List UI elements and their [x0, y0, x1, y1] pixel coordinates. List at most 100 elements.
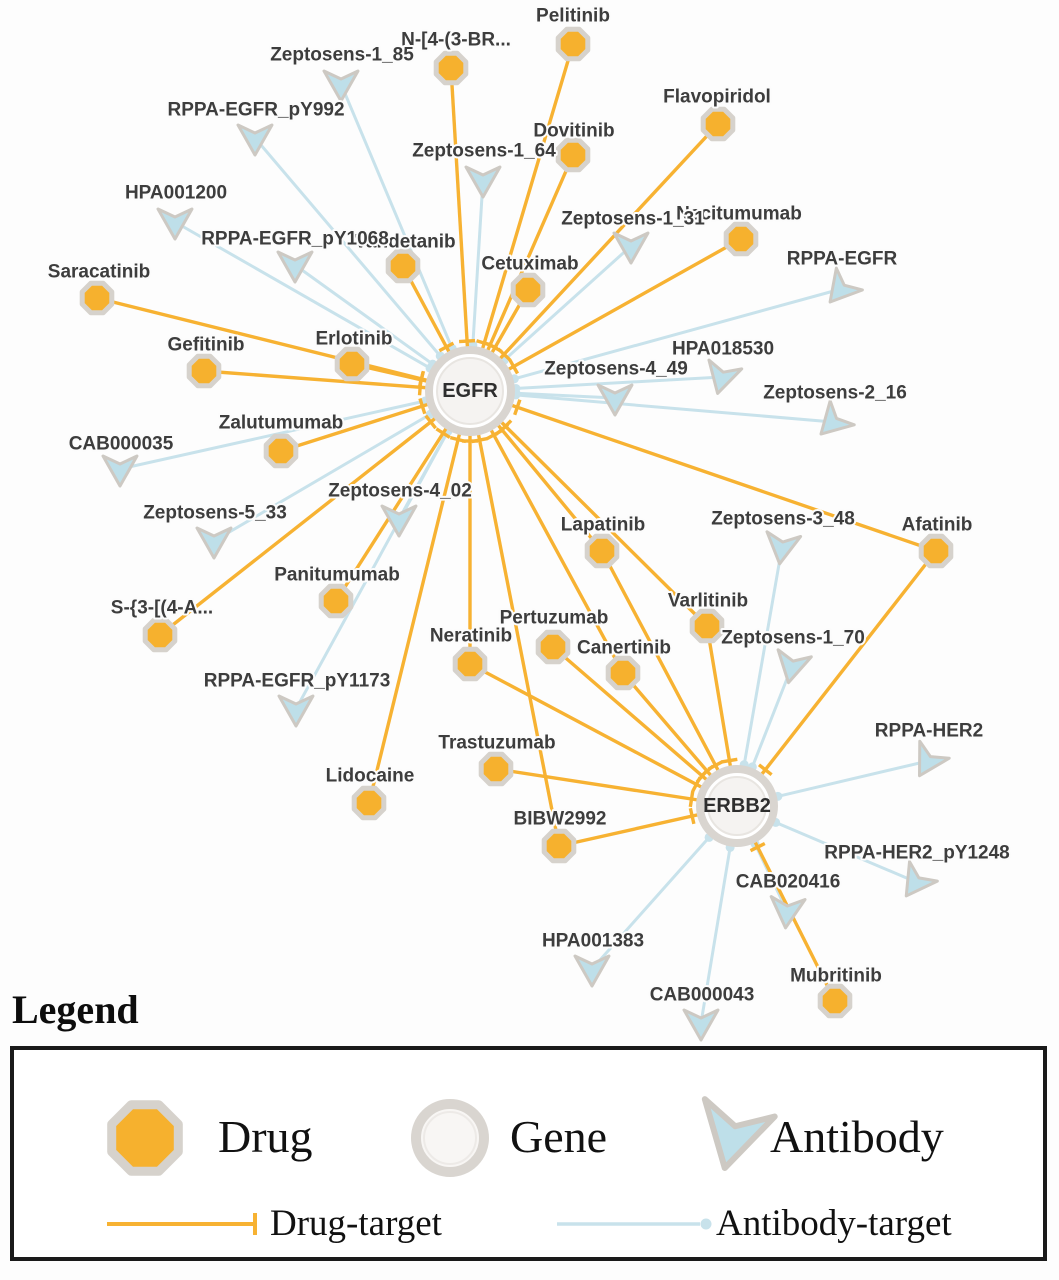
antibody-node-rppa-egfr[interactable]	[817, 266, 864, 313]
drug-node-s-3-4-a[interactable]	[142, 617, 178, 653]
edge-tee	[513, 399, 522, 416]
drug-target-edge	[735, 549, 938, 808]
antibody-node-hpa018530[interactable]	[701, 358, 744, 398]
node-label-panitumumab: Panitumumab	[274, 565, 400, 586]
antibody-node-hpa001200[interactable]	[156, 207, 194, 241]
antibody-node-rppa-her2-py1248[interactable]	[892, 860, 939, 906]
legend-drug-glyph	[107, 1100, 183, 1176]
legend-drug-label: Drug	[218, 1111, 313, 1162]
antibody-target-edge	[119, 389, 471, 471]
node-label-zalutumumab: Zalutumumab	[219, 413, 344, 434]
node-label-saracatinib: Saracatinib	[48, 262, 150, 283]
antibody-node-zeptosens-4-49[interactable]	[596, 383, 634, 417]
antibody-node-rppa-egfr-py1173[interactable]	[277, 694, 315, 728]
edge-tee	[458, 338, 476, 344]
antibody-node-zeptosens-4-02[interactable]	[380, 504, 418, 538]
edge-tee	[721, 757, 738, 764]
antibody-node-hpa001383[interactable]	[573, 954, 611, 988]
antibody-target-edge	[469, 287, 842, 393]
antibody-node-rppa-her2[interactable]	[905, 739, 951, 784]
drug-node-neratinib[interactable]	[452, 646, 488, 682]
drug-target-edge	[449, 67, 472, 392]
drug-node-flavopiridol[interactable]	[700, 106, 736, 142]
node-label-dovitinib: Dovitinib	[533, 121, 614, 142]
antibody-node-rppa-egfr-py1068[interactable]	[276, 250, 314, 284]
antibody-node-zeptosens-1-31[interactable]	[612, 231, 650, 265]
gene-node-inner	[436, 357, 504, 425]
antibody-node-zeptosens-5-33[interactable]	[195, 526, 233, 560]
antibody-node-zeptosens-2-16[interactable]	[809, 399, 856, 446]
antibody-node-zeptosens-3-48[interactable]	[763, 530, 803, 566]
drug-target-edge	[469, 237, 742, 393]
drug-node-lidocaine[interactable]	[351, 785, 387, 821]
node-label-zeptosens-5-33: Zeptosens-5_33	[143, 503, 287, 524]
edge-tee	[438, 341, 455, 353]
antibody-target-edge	[339, 83, 472, 392]
drug-node-gefitinib[interactable]	[186, 353, 222, 389]
drug-node-varlitinib[interactable]	[689, 608, 725, 644]
drug-node-pelitinib[interactable]	[555, 26, 591, 62]
drug-node-erlotinib[interactable]	[334, 346, 370, 382]
drug-target-edge	[468, 122, 720, 393]
edge-tee	[449, 436, 467, 444]
drug-node-afatinib[interactable]	[918, 533, 954, 569]
antibody-node-rppa-egfr-py992[interactable]	[236, 123, 274, 157]
drug-target-edge	[469, 389, 937, 553]
node-label-hpa018530: HPA018530	[672, 339, 774, 360]
labels-layer: EGFRERBB2PelitinibN-[4-(3-BR...Dovitinib…	[46, 4, 1012, 1008]
antibody-target-edge	[174, 220, 471, 393]
antibody-node-cab000043[interactable]	[682, 1008, 720, 1042]
node-label-rppa-her2: RPPA-HER2	[875, 721, 983, 742]
node-label-pertuzumab: Pertuzumab	[500, 608, 609, 629]
drug-node-pertuzumab[interactable]	[535, 629, 571, 665]
node-label-canertinib: Canertinib	[577, 638, 671, 659]
edge-tee	[424, 414, 437, 430]
edge-tee	[699, 764, 715, 778]
edge-tee	[487, 342, 503, 354]
drug-node-panitumumab[interactable]	[318, 583, 354, 619]
gene-label-egfr: EGFR	[442, 380, 498, 402]
drug-target-edge	[158, 389, 472, 637]
drug-node-lapatinib[interactable]	[584, 533, 620, 569]
drug-node-bibw2992[interactable]	[541, 828, 577, 864]
node-label-afatinib: Afatinib	[902, 515, 973, 536]
edge-tee	[757, 763, 773, 776]
antibody-node-cab020416[interactable]	[769, 895, 807, 930]
drug-node-vandetanib[interactable]	[385, 248, 421, 284]
drug-node-dovitinib[interactable]	[555, 137, 591, 173]
antibody-node-zeptosens-1-70[interactable]	[772, 648, 813, 686]
edge-tee	[435, 427, 451, 439]
drug-target-edge	[367, 390, 472, 804]
node-label-rppa-egfr-py1068: RPPA-EGFR_pY1068	[201, 229, 389, 250]
legend-antibody-glyph	[701, 1096, 778, 1171]
drug-node-cetuximab[interactable]	[510, 272, 546, 308]
drug-node-saracatinib[interactable]	[79, 280, 115, 316]
node-label-rppa-egfr: RPPA-EGFR	[787, 249, 898, 270]
edge-tee	[471, 436, 488, 444]
drug-node-necitumumab[interactable]	[723, 221, 759, 257]
antibody-target-edge	[469, 389, 834, 424]
antibody-target-edge	[253, 137, 472, 392]
antibody-node-cab000035[interactable]	[101, 454, 139, 488]
node-label-zeptosens-2-16: Zeptosens-2_16	[763, 383, 907, 404]
edge-tee	[417, 371, 425, 389]
drug-node-zalutumumab[interactable]	[263, 433, 299, 469]
legend-drug-target-label: Drug-target	[270, 1203, 442, 1244]
node-label-mubritinib: Mubritinib	[790, 966, 882, 987]
drug-node-n-4-3-br[interactable]	[433, 50, 469, 86]
node-label-s-3-4-a: S-{3-[(4-A...	[111, 598, 213, 619]
drug-target-edge	[469, 662, 738, 808]
gene-circle-inner-icon	[423, 1111, 477, 1165]
drug-node-canertinib[interactable]	[605, 655, 641, 691]
antibody-node-zeptosens-1-64[interactable]	[464, 165, 502, 199]
legend-antibody-target-label: Antibody-target	[716, 1203, 952, 1244]
legend-gene-label: Gene	[510, 1111, 608, 1162]
antibody-node-zeptosens-1-85[interactable]	[322, 69, 360, 103]
antibody-chevron-icon	[701, 1096, 778, 1171]
node-label-erlotinib: Erlotinib	[315, 329, 392, 350]
drug-node-trastuzumab[interactable]	[478, 751, 514, 787]
edge-tee	[688, 790, 695, 808]
node-label-cab000035: CAB000035	[69, 434, 174, 455]
drug-node-mubritinib[interactable]	[817, 983, 853, 1019]
